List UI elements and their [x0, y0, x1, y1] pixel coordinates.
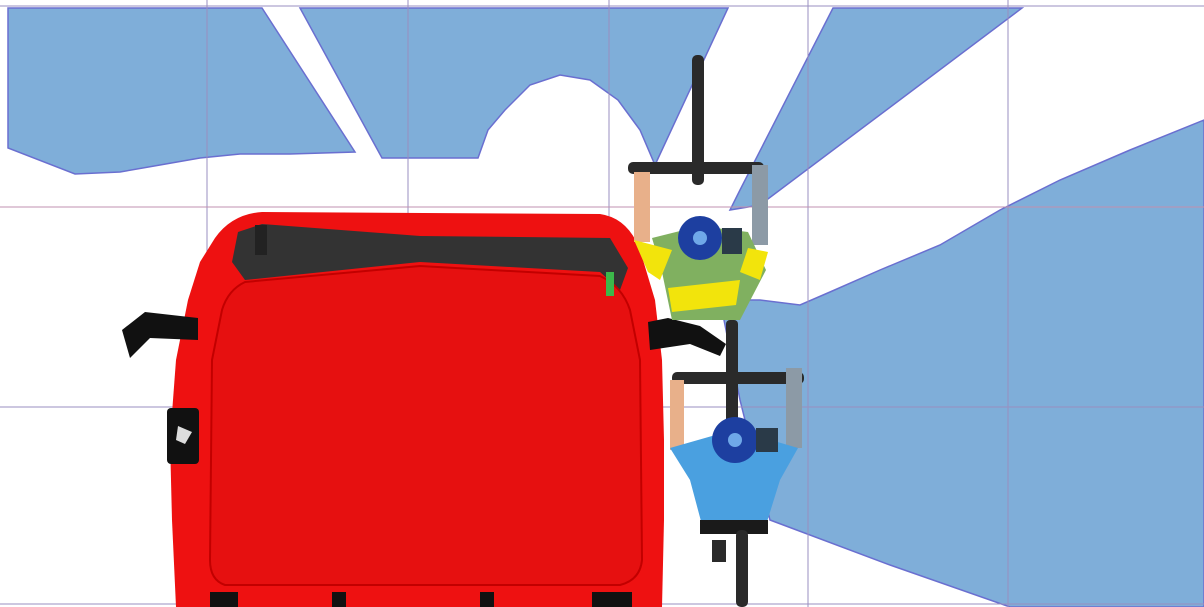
- wheel-front-right: [592, 592, 632, 607]
- rear-backpack-strap: [756, 428, 778, 452]
- rear-pedal: [712, 540, 726, 562]
- rear-saddle: [700, 520, 768, 534]
- wheel-center: [332, 592, 346, 607]
- rear-bicycle-wheel: [736, 530, 748, 607]
- rear-left-arm: [670, 380, 684, 450]
- front-backpack-strap: [722, 228, 742, 254]
- front-left-arm: [634, 172, 650, 242]
- roof-accent: [606, 272, 614, 296]
- vehicle-top-view: [122, 212, 726, 607]
- roof-rack-bar: [255, 225, 267, 255]
- wheel-front-left: [210, 592, 238, 607]
- rear-right-arm: [786, 368, 802, 448]
- rear-handlebar: [672, 372, 804, 384]
- front-helmet-vent: [693, 231, 707, 245]
- front-right-arm: [752, 165, 768, 245]
- rear-helmet-vent: [728, 433, 742, 447]
- vehicle-roof-panel: [210, 266, 642, 585]
- wheel-center-2: [480, 592, 494, 607]
